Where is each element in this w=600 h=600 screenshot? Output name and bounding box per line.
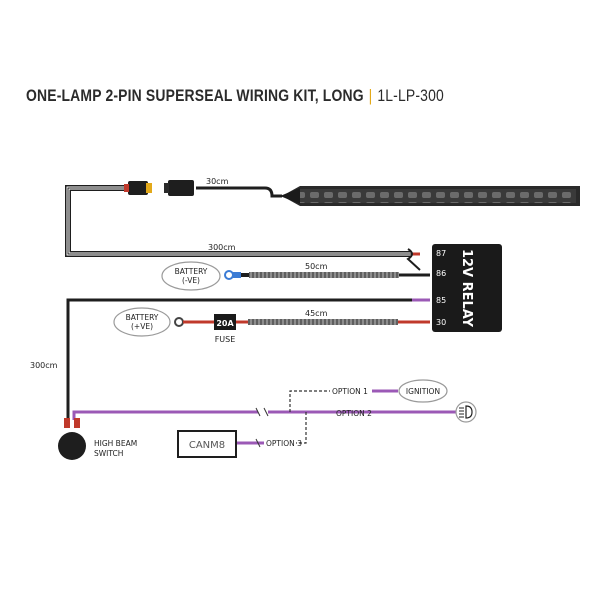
title-text: ONE-LAMP 2-PIN SUPERSEAL WIRING KIT, LON… <box>26 86 364 105</box>
fuse-value: 20A <box>216 319 234 328</box>
option-2-label: OPTION 2 <box>336 409 372 418</box>
high-beam-switch: HIGH BEAM SWITCH <box>58 432 137 460</box>
option-3-label: OPTION 3 <box>266 439 302 448</box>
switch-signal-wire-85 <box>66 298 430 420</box>
title-separator: | <box>368 86 373 105</box>
switch-label-1: HIGH BEAM <box>94 439 137 448</box>
light-bar <box>280 186 580 206</box>
superseal-connector-pair <box>124 180 194 196</box>
battery-neg-label-2: (-VE) <box>182 276 200 285</box>
ignition-label: IGNITION <box>406 387 440 396</box>
length-50cm: 50cm <box>305 262 328 271</box>
length-300cm-top: 300cm <box>208 243 236 252</box>
relay: 12V RELAY 87 86 85 30 <box>432 244 502 332</box>
battery-pos-label-2: (+VE) <box>131 322 153 331</box>
battery-positive-wire: BATTERY (+VE) 20A FUSE <box>113 307 430 344</box>
option-3-canm8: OPTION 3 CANM8 <box>177 412 307 458</box>
option-1-ignition: OPTION 1 IGNITION <box>289 379 448 412</box>
high-beam-icon <box>459 405 473 419</box>
battery-negative-wire: BATTERY (-VE) <box>161 261 430 291</box>
option-2-high-beam: OPTION 2 <box>336 401 477 423</box>
lamp-pigtail-wire <box>196 186 282 198</box>
length-45cm: 45cm <box>305 309 328 318</box>
switch-wires <box>64 407 456 428</box>
length-300cm-left: 300cm <box>30 361 58 370</box>
fuse-label: FUSE <box>215 335 236 344</box>
switch-label-2: SWITCH <box>94 449 123 458</box>
option-1-label: OPTION 1 <box>332 387 368 396</box>
lamp-loom-300cm <box>65 185 421 271</box>
page-title: ONE-LAMP 2-PIN SUPERSEAL WIRING KIT, LON… <box>26 86 444 106</box>
canm8-label: CANM8 <box>189 440 225 451</box>
pin-30: 30 <box>436 318 446 327</box>
pin-86: 86 <box>436 269 446 278</box>
pin-87: 87 <box>436 249 446 258</box>
product-code: 1L-LP-300 <box>377 86 444 105</box>
battery-pos-label-1: BATTERY <box>126 313 159 322</box>
battery-neg-label-1: BATTERY <box>175 267 208 276</box>
pin-85: 85 <box>436 296 446 305</box>
relay-label: 12V RELAY <box>459 249 474 328</box>
length-30cm: 30cm <box>206 177 229 186</box>
